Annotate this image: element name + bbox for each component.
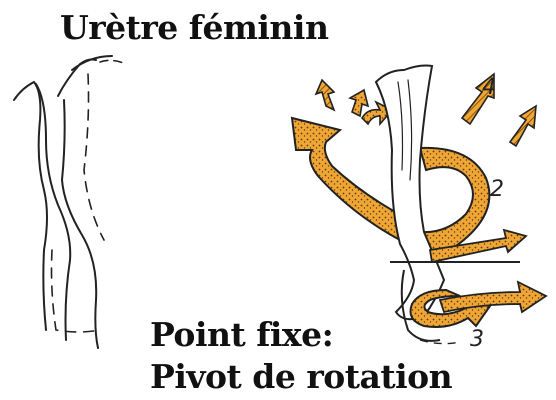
- urethra-rest-top: [72, 56, 112, 70]
- caption-line-1: Point fixe:: [150, 315, 333, 354]
- label-2: 2: [490, 177, 504, 202]
- arrow-right-lower: [440, 282, 546, 312]
- label-3: 3: [470, 327, 484, 352]
- arrow-4-b: [510, 106, 536, 146]
- urethra-rest-outer-right: [62, 100, 98, 348]
- arrow-2-large: [418, 148, 489, 253]
- label-4: 4: [482, 75, 496, 100]
- urethra-twisted: [376, 66, 444, 320]
- urethra-rest-inner-right: [58, 60, 96, 97]
- urethra-rest-dashed-a: [84, 74, 104, 240]
- arrow-small-d: [350, 90, 368, 116]
- caption-line-2: Pivot de rotation: [150, 357, 452, 396]
- arrow-small-c: [316, 80, 334, 110]
- urethra-rest-sketch: [14, 56, 126, 348]
- urethra-rest-outer-left: [14, 82, 47, 330]
- urethra-rest-dashed-top: [100, 60, 126, 64]
